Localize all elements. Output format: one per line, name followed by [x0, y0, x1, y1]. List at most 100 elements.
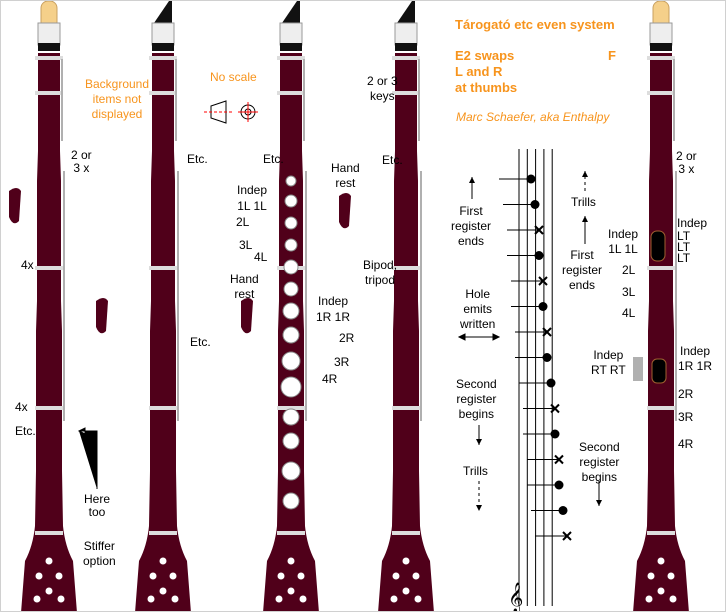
label-line: 3 x	[678, 162, 695, 176]
label-line: begins	[581, 470, 618, 484]
label-line: register	[579, 455, 620, 469]
tone-hole	[281, 351, 301, 371]
mouthpiece-icon	[282, 1, 300, 23]
label-line: Indep	[679, 344, 711, 358]
label-line: Hand	[230, 272, 259, 286]
bell-hole	[45, 557, 53, 565]
mouthpiece-icon	[397, 1, 415, 23]
down-arrow-icon-head	[476, 439, 482, 445]
label-line: 1L 1L	[237, 199, 267, 213]
tenon-band	[149, 91, 177, 95]
count-label: 4x	[15, 400, 28, 414]
bell-hole	[147, 595, 155, 603]
hole-2r-label: 2R	[678, 387, 694, 401]
bell-hole	[414, 595, 422, 603]
tenon-band	[647, 56, 675, 60]
instrument-body	[135, 53, 191, 611]
instrument	[263, 1, 319, 611]
label-line: Second	[456, 377, 497, 391]
tenon-band	[35, 91, 63, 95]
barrel-ring	[280, 43, 302, 51]
tone-hole	[283, 281, 299, 297]
tenon-band	[277, 56, 305, 60]
label-line: Indep	[593, 348, 624, 362]
bell-hole	[35, 572, 43, 580]
etc-label: Etc.	[190, 335, 211, 349]
tenon-band	[647, 406, 675, 410]
background-note-line: displayed	[91, 107, 143, 121]
instrument	[378, 1, 434, 611]
label-line: tripod	[365, 273, 396, 287]
tenon-band	[392, 91, 420, 95]
label-line: begins	[458, 407, 495, 421]
thumb-rest-icon	[96, 298, 108, 334]
up-arrow-icon-head	[582, 171, 588, 177]
note-head	[530, 200, 540, 209]
down-arrow-icon-head	[596, 500, 602, 506]
note-head	[558, 506, 568, 515]
note-head	[526, 174, 536, 184]
barrel-ring	[38, 43, 60, 51]
tone-hole	[284, 216, 298, 230]
tone-hole	[285, 175, 297, 187]
label-line: Indep	[677, 216, 708, 230]
bell-hole	[402, 557, 410, 565]
key-rod	[418, 59, 422, 421]
bell-hole	[669, 595, 677, 603]
instrument	[21, 1, 77, 611]
tenon-band	[392, 531, 420, 535]
bell-hole	[159, 557, 167, 565]
hole-2l-label: 2L	[236, 215, 250, 229]
barrel-ring	[395, 43, 417, 51]
thumb-rest-icon	[633, 357, 643, 381]
label-line: Indep	[608, 227, 639, 241]
trill-note-head	[550, 403, 560, 414]
barrel-ring	[152, 43, 174, 51]
label-line: 2 or	[676, 149, 697, 163]
barrel-ring	[650, 43, 672, 51]
tone-hole	[282, 432, 300, 450]
bell-hole	[657, 587, 665, 595]
bell-hole	[57, 595, 65, 603]
projection-axis-icon	[238, 102, 258, 122]
up-arrow-icon-head	[469, 177, 475, 183]
etc-label: Etc.	[15, 424, 36, 438]
mouthpiece-icon	[154, 1, 172, 23]
bell-hole	[657, 557, 665, 565]
header-line-1: E2 swaps	[455, 48, 515, 63]
label-line: LT	[677, 251, 691, 265]
label-line: 3 x	[73, 161, 90, 175]
header-note-f: F	[608, 48, 616, 63]
label-line: register	[451, 219, 492, 233]
tone-hole	[280, 376, 302, 398]
label-line: ends	[568, 278, 596, 292]
etc-label: Etc.	[187, 152, 208, 166]
hole-4l-label: 4L	[622, 306, 636, 320]
barrel-ligature	[151, 22, 175, 46]
note-head	[542, 353, 552, 362]
note-head	[534, 251, 544, 260]
bell-hole	[33, 595, 41, 603]
instrument-body	[378, 53, 434, 611]
label-line: Here	[84, 492, 111, 506]
bell-hole	[412, 572, 420, 580]
tenon-band	[392, 266, 420, 270]
bell-hole	[169, 572, 177, 580]
label-line: 1R 1R	[316, 310, 351, 324]
thumb-key-icon	[650, 230, 666, 262]
instrument	[135, 1, 191, 611]
hole-2l-label: 2L	[622, 263, 636, 277]
label-line: rest	[335, 176, 356, 190]
bell-hole	[159, 587, 167, 595]
key-rod	[673, 59, 677, 421]
instrument-body	[633, 53, 689, 611]
label-line: LT	[677, 229, 691, 243]
